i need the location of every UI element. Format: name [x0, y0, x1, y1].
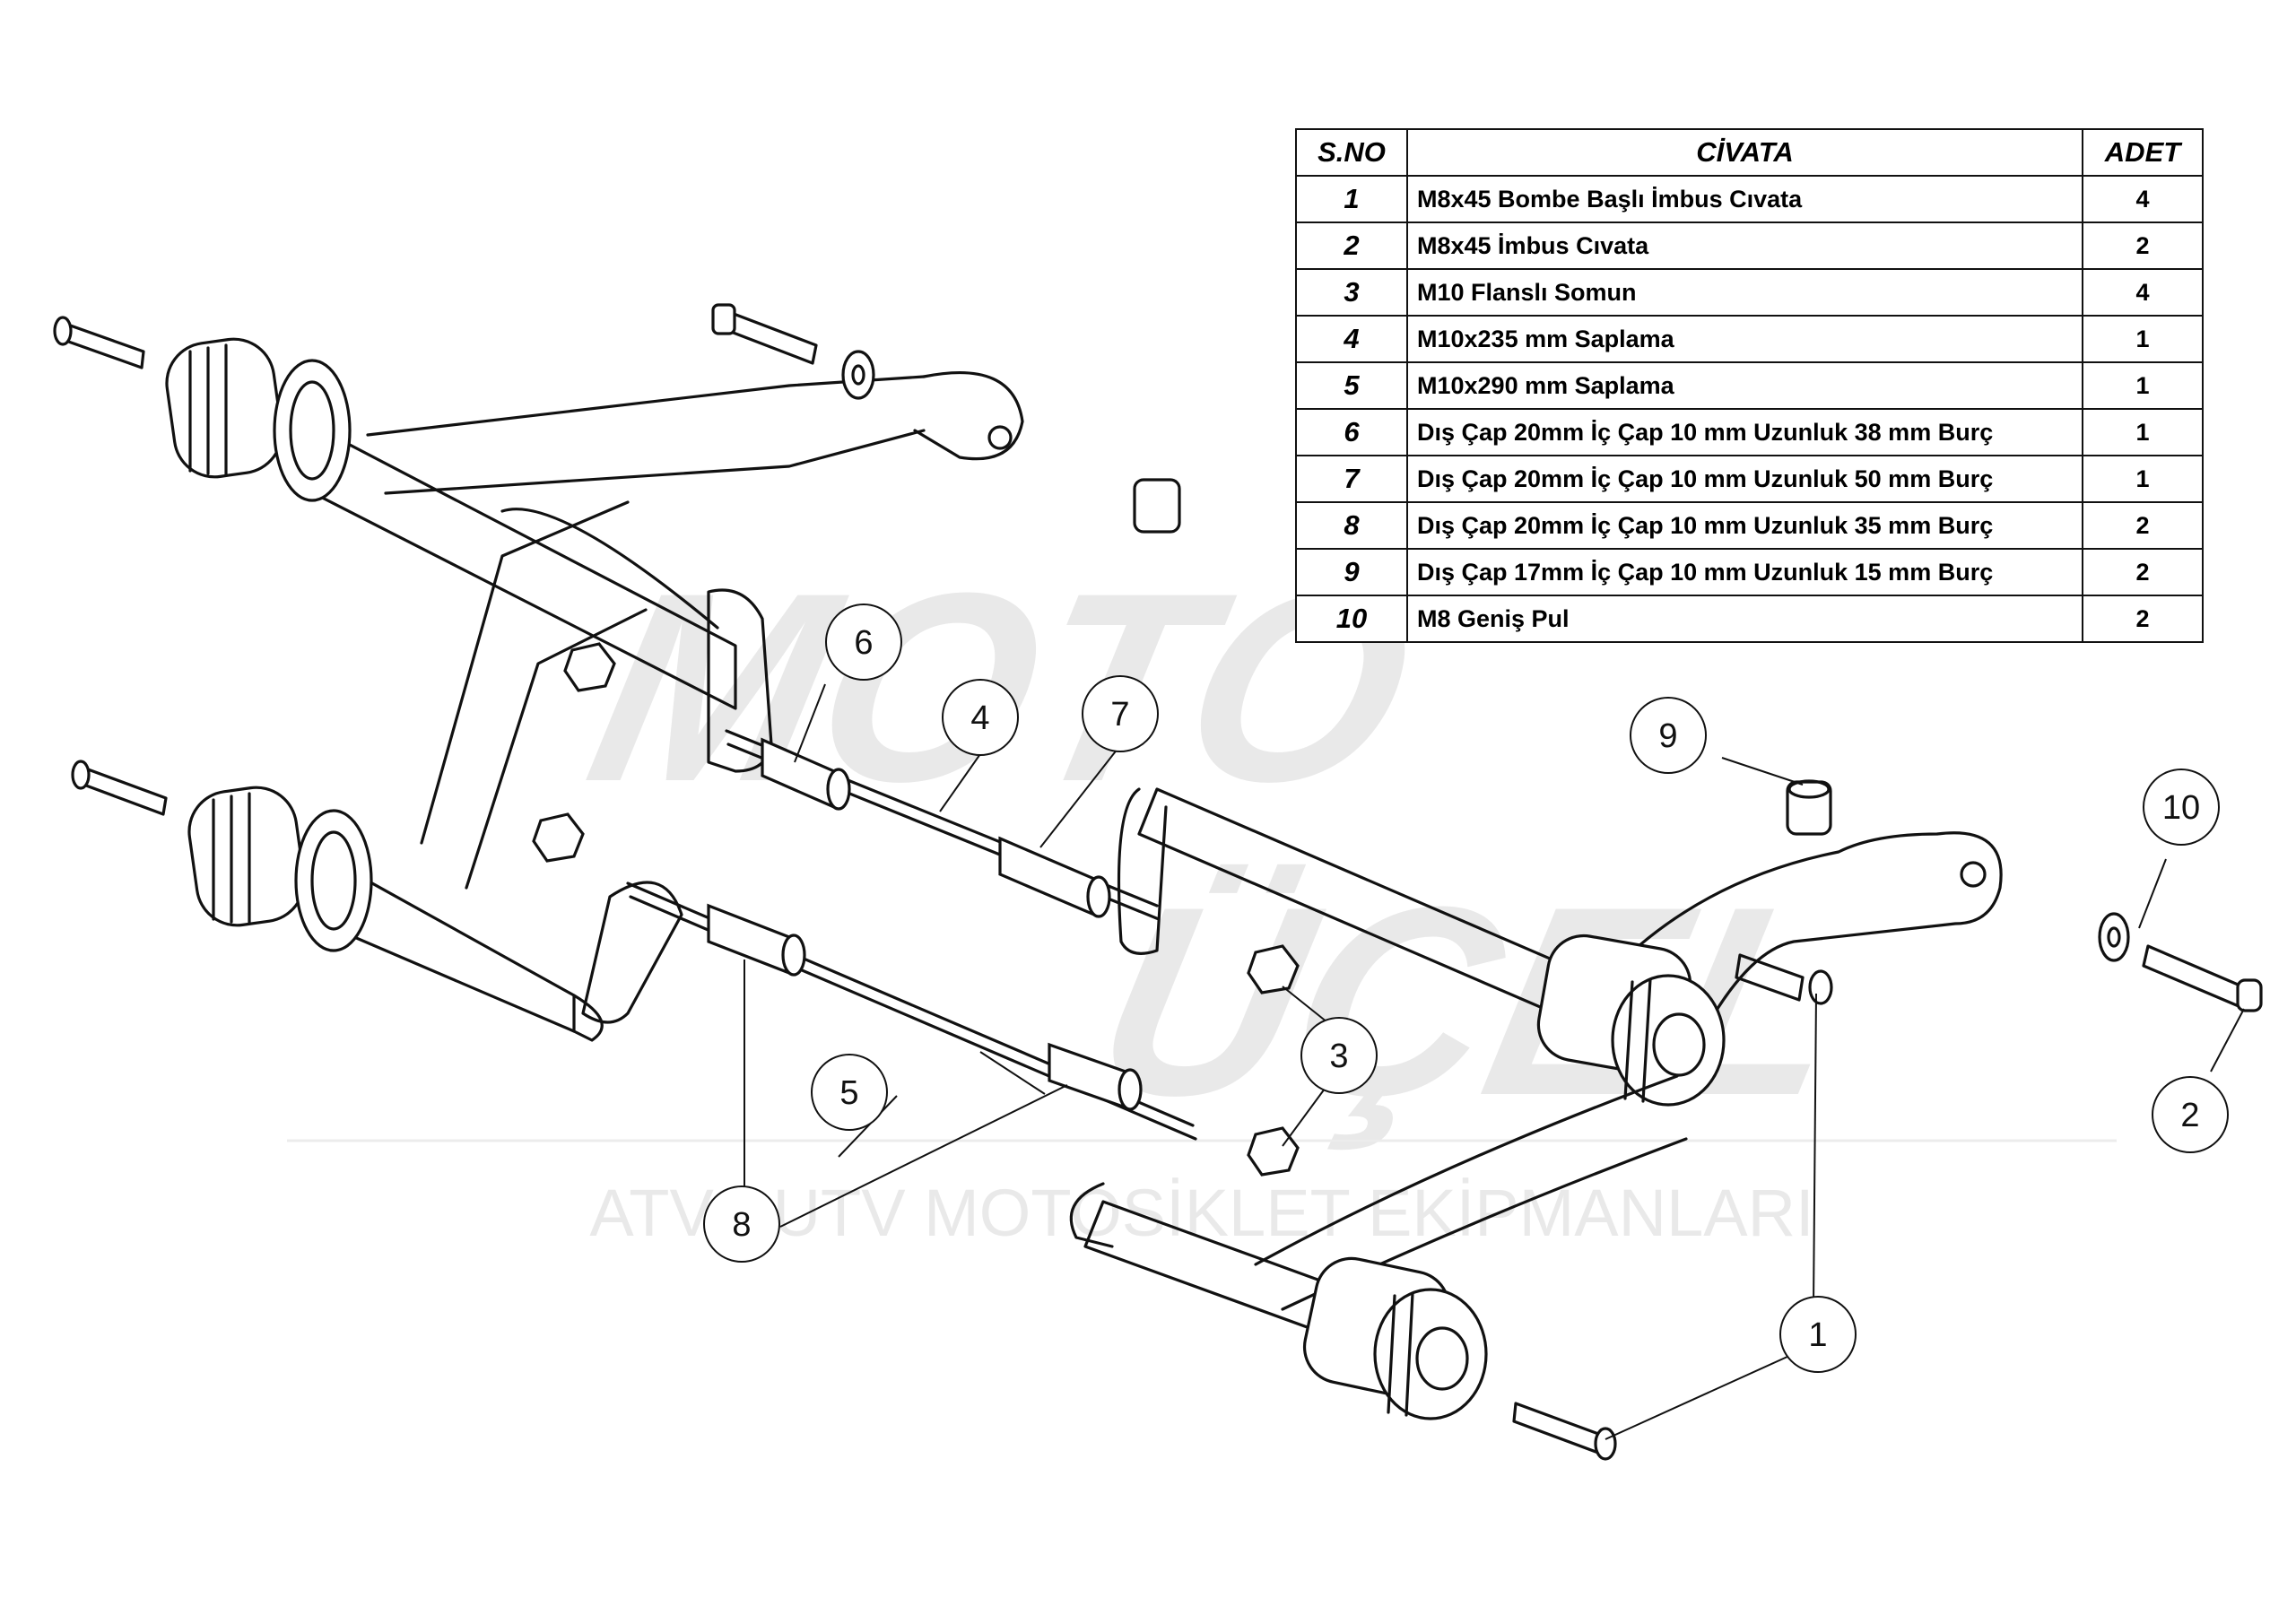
row-quantity: 1: [2082, 408, 2204, 456]
row-description: Dış Çap 17mm İç Çap 10 mm Uzunluk 15 mm …: [1406, 548, 2083, 596]
bushing-35mm-b: [1048, 1042, 1143, 1111]
lower-left-slider-bar: [187, 786, 683, 1042]
table-row: 7 Dış Çap 20mm İç Çap 10 mm Uzunluk 50 m…: [1295, 455, 2204, 503]
row-number: 1: [1295, 175, 1408, 223]
table-row: 2 M8x45 İmbus Cıvata 2: [1295, 221, 2204, 270]
header-sno: S.NO: [1295, 128, 1408, 177]
row-description: M10x235 mm Saplama: [1406, 315, 2083, 363]
table-row: 1 M8x45 Bombe Başlı İmbus Cıvata 4: [1295, 175, 2204, 223]
row-description: M8x45 İmbus Cıvata: [1406, 221, 2083, 270]
bushing-50mm: [998, 836, 1111, 918]
row-number: 2: [1295, 221, 1408, 270]
bill-of-materials-table: S.NO CİVATA ADET 1 M8x45 Bombe Başlı İmb…: [1295, 128, 2204, 643]
callout-9-label: 9: [1658, 717, 1677, 755]
table-row: 10 M8 Geniş Pul 2: [1295, 595, 2204, 643]
row-quantity: 2: [2082, 221, 2204, 270]
bushing-15mm: [1133, 478, 1832, 836]
row-description: M10x290 mm Saplama: [1406, 361, 2083, 410]
table-row: 8 Dış Çap 20mm İç Çap 10 mm Uzunluk 35 m…: [1295, 501, 2204, 550]
table-row: 4 M10x235 mm Saplama 1: [1295, 315, 2204, 363]
callout-6-label: 6: [854, 624, 873, 662]
table-row: 9 Dış Çap 17mm İç Çap 10 mm Uzunluk 15 m…: [1295, 548, 2204, 596]
table-row: 3 M10 Flanslı Somun 4: [1295, 268, 2204, 317]
row-number: 9: [1295, 548, 1408, 596]
callout-4-label: 4: [970, 699, 989, 737]
callout-9: 9: [1630, 697, 1707, 774]
row-number: 10: [1295, 595, 1408, 643]
upper-right-slider-bar: [1117, 787, 2003, 1107]
callout-8: 8: [703, 1185, 780, 1263]
row-quantity: 4: [2082, 175, 2204, 223]
nuts-and-washers: [532, 350, 2130, 1177]
table-row: 5 M10x290 mm Saplama 1: [1295, 361, 2204, 410]
row-description: Dış Çap 20mm İç Çap 10 mm Uzunluk 35 mm …: [1406, 501, 2083, 550]
callout-3-label: 3: [1329, 1038, 1348, 1075]
upper-left-slider-bar: [165, 337, 1024, 890]
callout-1-label: 1: [1808, 1316, 1827, 1354]
row-number: 4: [1295, 315, 1408, 363]
row-description: M8 Geniş Pul: [1406, 595, 2083, 643]
row-quantity: 2: [2082, 501, 2204, 550]
row-description: M10 Flanslı Somun: [1406, 268, 2083, 317]
watermark-brand-bottom: ÜÇEL: [1074, 851, 1871, 1153]
leader-lines: [744, 683, 2245, 1440]
callout-10: 10: [2143, 769, 2220, 846]
callout-3: 3: [1300, 1017, 1378, 1094]
callout-10-label: 10: [2162, 789, 2200, 827]
row-quantity: 2: [2082, 595, 2204, 643]
header-adet: ADET: [2082, 128, 2204, 177]
row-number: 7: [1295, 455, 1408, 503]
callout-7-label: 7: [1110, 696, 1129, 734]
bushing-35mm-a: [707, 903, 806, 977]
bushing-38mm: [761, 737, 851, 811]
row-description: M8x45 Bombe Başlı İmbus Cıvata: [1406, 175, 2083, 223]
callout-2-label: 2: [2180, 1097, 2199, 1134]
callout-2: 2: [2152, 1076, 2229, 1153]
bom-header-row: S.NO CİVATA ADET: [1295, 128, 2204, 177]
row-number: 6: [1295, 408, 1408, 456]
row-quantity: 4: [2082, 268, 2204, 317]
brand-watermark: MOTO ÜÇEL ATV - UTV MOTOSİKLET EKİPMANLA…: [287, 537, 2117, 1250]
callout-1: 1: [1779, 1296, 1857, 1373]
callout-4: 4: [942, 679, 1019, 756]
lower-right-slider-bar: [1069, 1074, 1688, 1420]
row-quantity: 2: [2082, 548, 2204, 596]
callout-5: 5: [811, 1054, 888, 1131]
callouts: 1 2 3 4 5 6 7 8 9 10: [703, 604, 2229, 1373]
callout-5-label: 5: [839, 1074, 858, 1112]
row-quantity: 1: [2082, 361, 2204, 410]
row-quantity: 1: [2082, 455, 2204, 503]
header-civata: CİVATA: [1406, 128, 2083, 177]
row-description: Dış Çap 20mm İç Çap 10 mm Uzunluk 50 mm …: [1406, 455, 2083, 503]
row-number: 3: [1295, 268, 1408, 317]
row-number: 5: [1295, 361, 1408, 410]
table-row: 6 Dış Çap 20mm İç Çap 10 mm Uzunluk 38 m…: [1295, 408, 2204, 456]
callout-7: 7: [1082, 675, 1159, 752]
row-description: Dış Çap 20mm İç Çap 10 mm Uzunluk 38 mm …: [1406, 408, 2083, 456]
row-number: 8: [1295, 501, 1408, 550]
callout-8-label: 8: [732, 1206, 751, 1244]
callout-6: 6: [825, 604, 902, 681]
row-quantity: 1: [2082, 315, 2204, 363]
